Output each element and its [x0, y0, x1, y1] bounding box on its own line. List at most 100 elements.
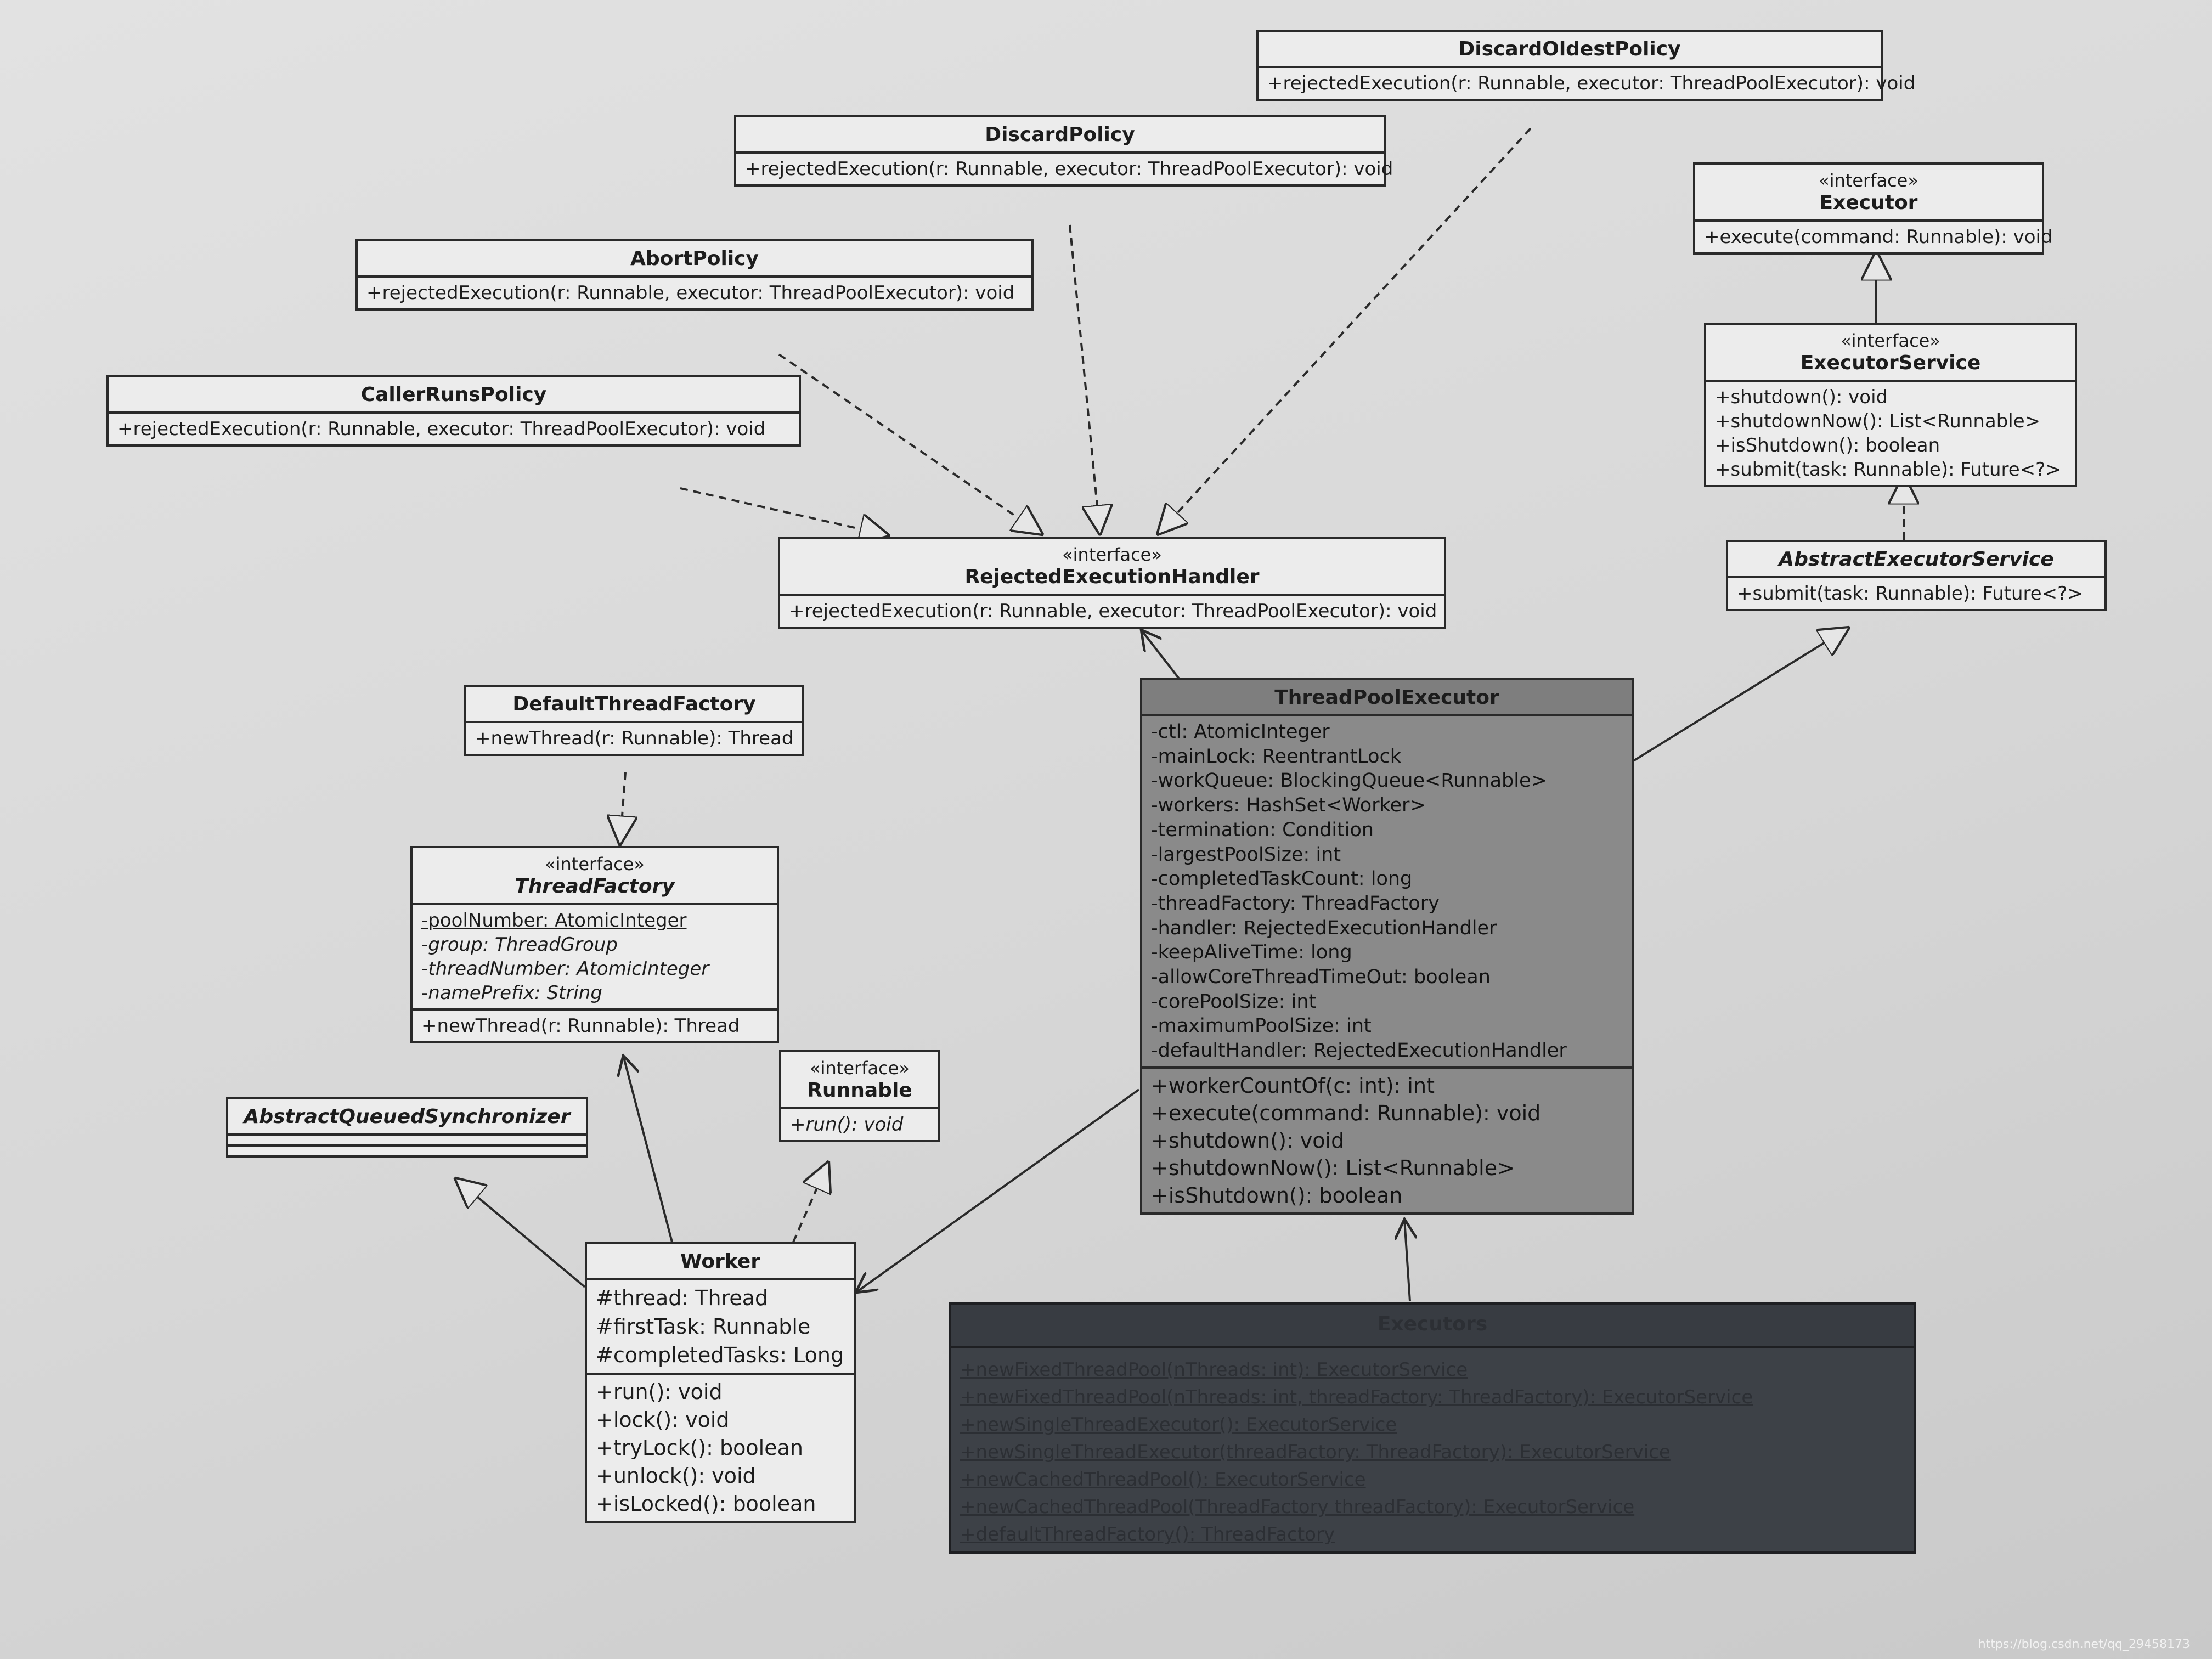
- class-attributes: #thread: Thread #firstTask: Runnable #co…: [587, 1280, 854, 1373]
- edge-executors-to-threadpoolexecutor: [1404, 1219, 1410, 1302]
- method: +newCachedThreadPool(): ExecutorService: [960, 1469, 1366, 1491]
- edge-threadpoolexecutor-to-worker: [856, 1088, 1140, 1293]
- class-methods: +execute(command: Runnable): void: [1695, 222, 2053, 252]
- attribute: -poolNumber: AtomicInteger: [421, 910, 687, 932]
- class-thread-factory: «interface» ThreadFactory -poolNumber: A…: [410, 846, 779, 1043]
- method: +run(): void: [596, 1380, 723, 1404]
- class-attributes: -ctl: AtomicInteger -mainLock: Reentrant…: [1142, 716, 1632, 1066]
- class-attributes: [228, 1136, 586, 1144]
- attribute: -ctl: AtomicInteger: [1151, 721, 1330, 743]
- edge-worker-realizes-runnable: [792, 1162, 828, 1243]
- attribute: -group: ThreadGroup: [421, 934, 618, 956]
- method: +rejectedExecution(r: Runnable, executor…: [1267, 72, 1916, 94]
- attribute: -completedTaskCount: long: [1151, 868, 1413, 890]
- attribute: -allowCoreThreadTimeOut: boolean: [1151, 966, 1491, 989]
- method: +execute(command: Runnable): void: [1151, 1101, 1541, 1125]
- class-name: ThreadFactory: [515, 875, 675, 898]
- class-header: Executors: [951, 1305, 1914, 1348]
- class-header: AbstractQueuedSynchronizer: [228, 1099, 586, 1136]
- class-caller-runs-policy: CallerRunsPolicy +rejectedExecution(r: R…: [106, 375, 801, 447]
- class-methods: +newThread(r: Runnable): Thread: [466, 723, 802, 754]
- class-methods: +workerCountOf(c: int): int +execute(com…: [1142, 1066, 1632, 1212]
- class-name: DiscardPolicy: [985, 123, 1135, 146]
- class-runnable: «interface» Runnable +run(): void: [779, 1050, 940, 1142]
- watermark-text: https://blog.csdn.net/qq_29458173: [1978, 1638, 2190, 1651]
- method: +shutdownNow(): List<Runnable>: [1715, 410, 2041, 432]
- attribute: #firstTask: Runnable: [596, 1314, 811, 1339]
- edge-discardpolicy-realizes-handler: [1069, 224, 1100, 534]
- class-methods: [228, 1144, 586, 1155]
- class-header: CallerRunsPolicy: [109, 377, 799, 414]
- edge-worker-to-threadfactory: [623, 1056, 673, 1243]
- class-worker: Worker #thread: Thread #firstTask: Runna…: [585, 1242, 856, 1523]
- method: +isShutdown(): boolean: [1715, 435, 1940, 456]
- method: +newSingleThreadExecutor(): ExecutorServ…: [960, 1414, 1397, 1436]
- attribute: -largestPoolSize: int: [1151, 843, 1341, 866]
- class-name: Executors: [1377, 1313, 1488, 1335]
- edge-worker-extends-aqs: [455, 1178, 586, 1288]
- class-methods: +run(): void: [781, 1109, 938, 1140]
- class-name: Worker: [680, 1250, 761, 1273]
- attribute: #completedTasks: Long: [596, 1343, 844, 1367]
- attribute: -corePoolSize: int: [1151, 990, 1317, 1013]
- class-header: «interface» ThreadFactory: [413, 848, 777, 905]
- class-default-thread-factory: DefaultThreadFactory +newThread(r: Runna…: [464, 685, 804, 756]
- attribute: -maximumPoolSize: int: [1151, 1015, 1372, 1037]
- edge-defaultthreadfactory-realizes-threadfactory: [620, 772, 625, 845]
- class-name: AbortPolicy: [630, 247, 759, 270]
- class-header: ThreadPoolExecutor: [1142, 680, 1632, 716]
- class-rejected-execution-handler: «interface» RejectedExecutionHandler +re…: [778, 537, 1446, 629]
- class-methods: +rejectedExecution(r: Runnable, executor…: [109, 414, 799, 444]
- class-name: RejectedExecutionHandler: [964, 566, 1260, 588]
- method: +run(): void: [790, 1114, 904, 1136]
- class-executor: «interface» Executor +execute(command: R…: [1693, 162, 2053, 255]
- attribute: -namePrefix: String: [421, 982, 602, 1004]
- class-methods: +newFixedThreadPool(nThreads: int): Exec…: [951, 1348, 1914, 1551]
- attribute: -workQueue: BlockingQueue<Runnable>: [1151, 770, 1547, 792]
- class-thread-pool-executor: ThreadPoolExecutor -ctl: AtomicInteger -…: [1140, 678, 1634, 1215]
- attribute: -termination: Condition: [1151, 819, 1374, 841]
- attribute: -mainLock: ReentrantLock: [1151, 745, 1402, 768]
- method: +submit(task: Runnable): Future<?>: [1715, 459, 2061, 481]
- attribute: -defaultHandler: RejectedExecutionHandle…: [1151, 1040, 1567, 1062]
- class-header: «interface» Executor: [1695, 165, 2042, 222]
- method: +newSingleThreadExecutor(threadFactory: …: [960, 1441, 1671, 1463]
- class-attributes: -poolNumber: AtomicInteger -group: Threa…: [413, 905, 777, 1008]
- class-header: «interface» RejectedExecutionHandler: [780, 539, 1444, 596]
- method: +workerCountOf(c: int): int: [1151, 1073, 1435, 1098]
- class-abstract-executor-service: AbstractExecutorService +submit(task: Ru…: [1726, 540, 2107, 611]
- class-methods: +rejectedExecution(r: Runnable, executor…: [780, 596, 1444, 627]
- method: +submit(task: Runnable): Future<?>: [1737, 583, 2083, 605]
- class-name: Runnable: [807, 1079, 912, 1102]
- method: +shutdown(): void: [1151, 1128, 1345, 1153]
- edge-abortpolicy-realizes-handler: [778, 353, 1042, 534]
- method: +rejectedExecution(r: Runnable, executor…: [117, 418, 766, 440]
- class-name: DefaultThreadFactory: [512, 693, 756, 715]
- class-stereotype: «interface»: [1062, 544, 1162, 565]
- attribute: -threadFactory: ThreadFactory: [1151, 892, 1440, 915]
- edge-callerrunspolicy-realizes-handler: [680, 487, 889, 535]
- class-name: Executor: [1819, 191, 1918, 214]
- attribute: #thread: Thread: [596, 1286, 769, 1310]
- class-name: CallerRunsPolicy: [360, 383, 547, 406]
- class-executor-service: «interface» ExecutorService +shutdown():…: [1704, 323, 2077, 487]
- class-name: DiscardOldestPolicy: [1458, 38, 1681, 60]
- class-name: AbstractQueuedSynchronizer: [244, 1105, 571, 1128]
- class-stereotype: «interface»: [1841, 330, 1940, 351]
- method: +isShutdown(): boolean: [1151, 1183, 1403, 1207]
- method: +newFixedThreadPool(nThreads: int, threa…: [960, 1386, 1753, 1408]
- class-stereotype: «interface»: [810, 1058, 910, 1079]
- method: +lock(): void: [596, 1408, 730, 1432]
- class-methods: +rejectedExecution(r: Runnable, executor…: [736, 154, 1393, 184]
- class-methods: +newThread(r: Runnable): Thread: [413, 1008, 777, 1041]
- class-stereotype: «interface»: [1819, 170, 1918, 191]
- method: +rejectedExecution(r: Runnable, executor…: [366, 282, 1015, 304]
- class-header: «interface» Runnable: [781, 1052, 938, 1109]
- edge-discardoldestpolicy-realizes-handler: [1158, 127, 1532, 534]
- class-methods: +rejectedExecution(r: Runnable, executor…: [358, 278, 1031, 308]
- method: +tryLock(): boolean: [596, 1436, 803, 1460]
- method: +rejectedExecution(r: Runnable, executor…: [745, 158, 1393, 180]
- class-methods: +shutdown(): void +shutdownNow(): List<R…: [1706, 382, 2075, 485]
- class-header: DefaultThreadFactory: [466, 687, 802, 723]
